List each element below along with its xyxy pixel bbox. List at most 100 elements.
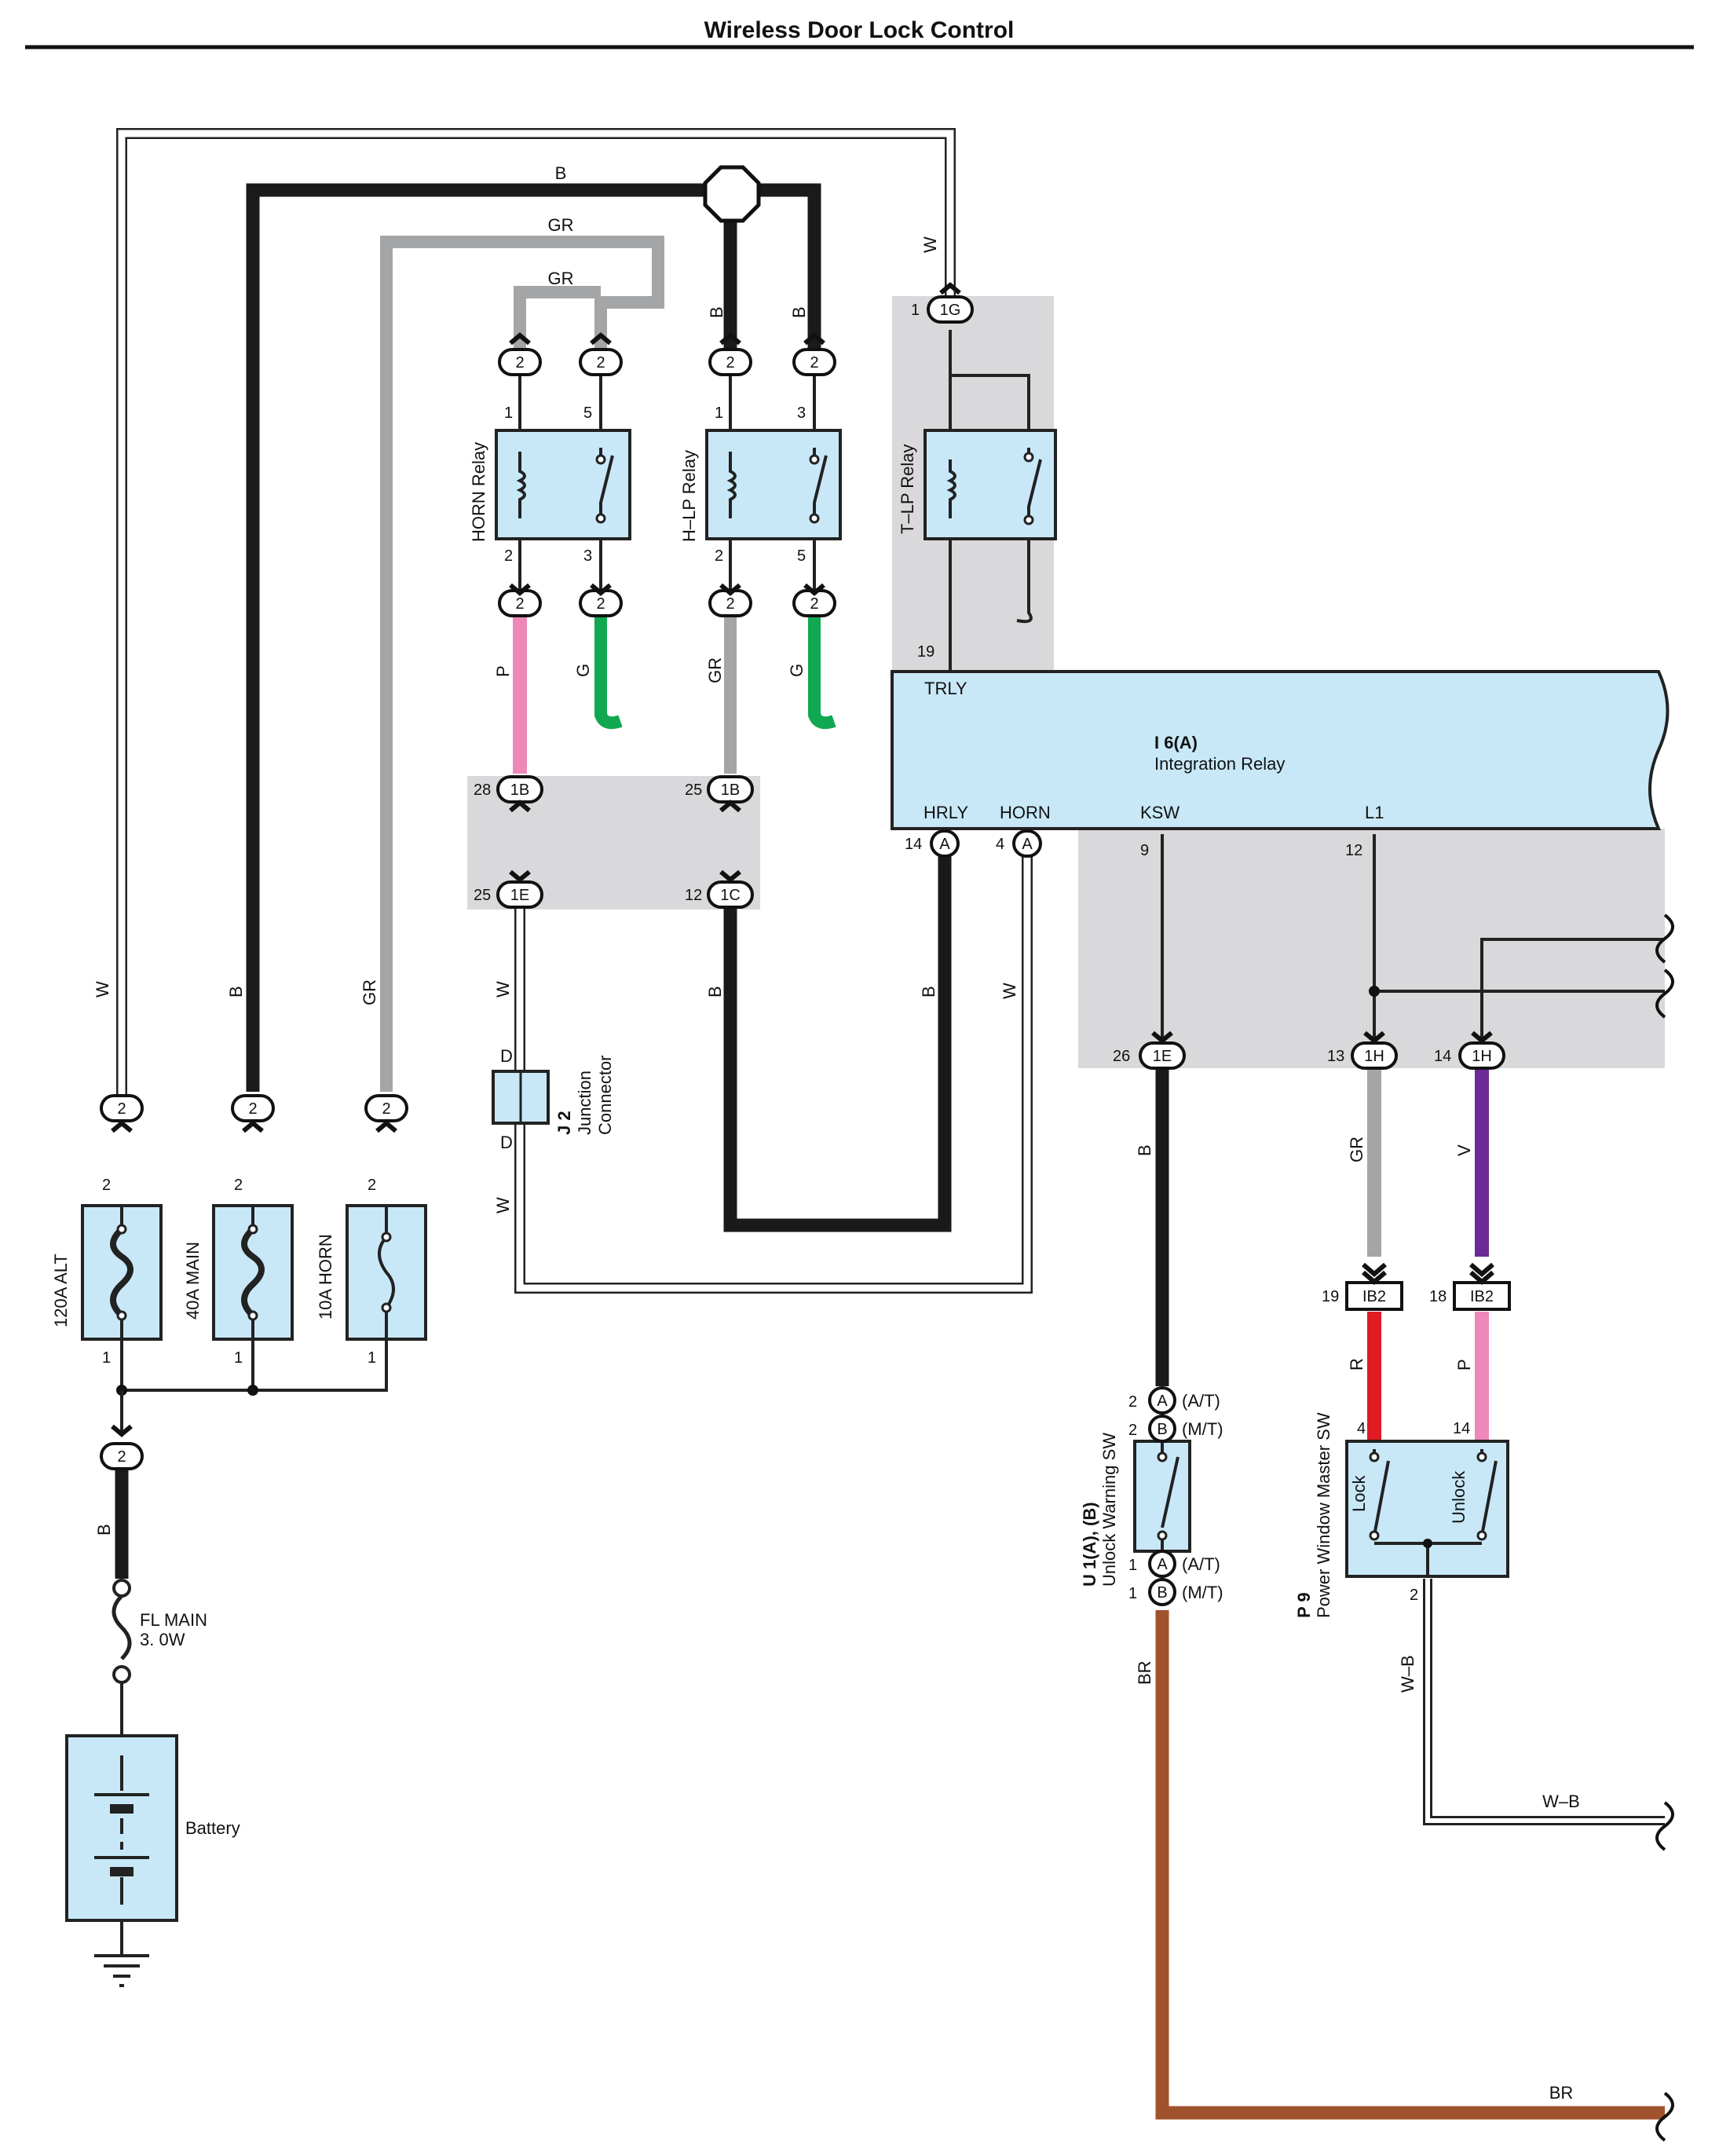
svg-text:1: 1 bbox=[368, 1349, 376, 1367]
svg-text:12: 12 bbox=[1345, 842, 1362, 859]
svg-text:9: 9 bbox=[1140, 842, 1149, 859]
svg-text:R: R bbox=[1347, 1358, 1366, 1371]
fl-main-label-2: 3. 0W bbox=[140, 1630, 185, 1649]
terminal-hrly: HRLY bbox=[924, 803, 968, 822]
svg-text:1: 1 bbox=[911, 302, 920, 319]
wire-color-labels: B GR GR B B W P G GR G W B GR W W B B W … bbox=[93, 163, 1580, 2103]
ground-icon bbox=[94, 1954, 149, 1987]
svg-text:1: 1 bbox=[102, 1349, 111, 1367]
connector-1h-14: 1H bbox=[1458, 1041, 1505, 1070]
svg-text:5: 5 bbox=[797, 547, 806, 565]
svg-text:G: G bbox=[573, 664, 593, 677]
svg-text:19: 19 bbox=[917, 643, 934, 661]
pw-lock-label: Lock bbox=[1349, 1475, 1369, 1512]
integration-bus-shade bbox=[1078, 829, 1665, 1068]
svg-text:2: 2 bbox=[810, 354, 818, 372]
connector-1h-13: 1H bbox=[1351, 1041, 1398, 1070]
svg-text:5: 5 bbox=[583, 404, 592, 422]
svg-text:IB2: IB2 bbox=[1470, 1288, 1494, 1305]
svg-text:26: 26 bbox=[1113, 1048, 1130, 1065]
svg-text:2: 2 bbox=[234, 1177, 243, 1194]
wire-g-horn bbox=[594, 617, 623, 730]
svg-text:4: 4 bbox=[1357, 1420, 1366, 1437]
integration-relay-name: Integration Relay bbox=[1154, 754, 1285, 774]
hlp-relay-label: H–LP Relay bbox=[679, 450, 699, 542]
tlp-relay-label: T–LP Relay bbox=[898, 444, 917, 534]
svg-text:2: 2 bbox=[515, 354, 524, 372]
horn-relay bbox=[495, 353, 631, 617]
usw-mt-top: (M/T) bbox=[1182, 1419, 1223, 1439]
integration-relay-body bbox=[891, 670, 1670, 830]
svg-text:1G: 1G bbox=[940, 302, 961, 319]
connector-1e-25: 1E bbox=[496, 880, 543, 909]
svg-text:W: W bbox=[93, 981, 112, 997]
svg-text:2: 2 bbox=[102, 1177, 111, 1194]
svg-text:1E: 1E bbox=[1153, 1048, 1172, 1065]
connector-usw-b-2: B bbox=[1148, 1415, 1176, 1443]
terminal-chevrons bbox=[111, 282, 1494, 1437]
usw-mt-bottom: (M/T) bbox=[1182, 1583, 1223, 1602]
svg-text:28: 28 bbox=[474, 782, 491, 799]
connector-1c-12: 1C bbox=[707, 880, 754, 909]
connector-usw-a-1: A bbox=[1148, 1550, 1176, 1578]
svg-text:2: 2 bbox=[382, 1100, 390, 1118]
svg-text:BR: BR bbox=[1549, 2083, 1574, 2103]
fuse-horn-label: 10A HORN bbox=[316, 1234, 335, 1320]
svg-text:1: 1 bbox=[1128, 1585, 1137, 1602]
svg-text:GR: GR bbox=[705, 657, 725, 683]
fuse-alt-label: 120A ALT bbox=[51, 1254, 71, 1327]
svg-text:14: 14 bbox=[1453, 1420, 1470, 1437]
connector-horn-1: 2 bbox=[498, 348, 542, 376]
svg-text:B: B bbox=[226, 986, 246, 997]
svg-text:GR: GR bbox=[548, 215, 574, 235]
pin-numbers: 1 5 2 3 1 3 2 5 1 19 28 25 25 12 14 4 9 … bbox=[102, 302, 1470, 1604]
svg-text:B: B bbox=[705, 986, 725, 997]
svg-text:2: 2 bbox=[1128, 1422, 1137, 1439]
wire-br-ground bbox=[1155, 1610, 1665, 2120]
svg-text:W–B: W–B bbox=[1542, 1792, 1580, 1811]
wire-wb-ground bbox=[1423, 1579, 1665, 1825]
connector-horn-3: 2 bbox=[579, 589, 623, 617]
svg-text:2: 2 bbox=[1128, 1393, 1137, 1411]
svg-text:2: 2 bbox=[515, 595, 524, 613]
connector-horn-5: 2 bbox=[579, 348, 623, 376]
svg-text:2: 2 bbox=[715, 547, 723, 565]
connector-hlp-3: 2 bbox=[792, 348, 836, 376]
svg-text:14: 14 bbox=[905, 836, 922, 853]
fuse-40a-main bbox=[212, 1204, 294, 1341]
wire-tlp-switch bbox=[950, 374, 1033, 624]
power-window-master-switch bbox=[1345, 1440, 1509, 1578]
hlp-relay bbox=[705, 353, 842, 617]
fuse-120a-alt bbox=[81, 1204, 163, 1341]
wire-b-hrly bbox=[723, 854, 952, 1232]
svg-text:2: 2 bbox=[248, 1100, 257, 1118]
svg-text:14: 14 bbox=[1434, 1048, 1451, 1065]
svg-text:W: W bbox=[493, 981, 513, 997]
svg-text:B: B bbox=[789, 306, 809, 318]
connector-usw-b-1: B bbox=[1148, 1578, 1176, 1606]
j2-name-1: Junction bbox=[575, 1071, 594, 1135]
connector-1e-26: 1E bbox=[1139, 1041, 1186, 1070]
svg-text:3: 3 bbox=[797, 404, 806, 422]
diagram-title: Wireless Door Lock Control bbox=[704, 17, 1015, 43]
svg-text:G: G bbox=[787, 664, 806, 677]
svg-text:V: V bbox=[1454, 1144, 1474, 1156]
svg-text:3: 3 bbox=[583, 547, 592, 565]
svg-text:B: B bbox=[1157, 1584, 1167, 1601]
continuation-marks bbox=[1655, 913, 1674, 2142]
horn-relay-label: HORN Relay bbox=[469, 442, 488, 542]
svg-text:GR: GR bbox=[360, 979, 379, 1005]
connector-hlp-2: 2 bbox=[708, 589, 752, 617]
battery-label: Battery bbox=[185, 1818, 240, 1838]
svg-text:25: 25 bbox=[474, 887, 491, 904]
svg-text:W: W bbox=[920, 236, 940, 253]
svg-text:A: A bbox=[939, 836, 950, 853]
connector-ib2-19: IB2 bbox=[1345, 1281, 1403, 1311]
wire-g-hlp bbox=[808, 617, 836, 730]
connector-a-4: A bbox=[1012, 829, 1042, 858]
svg-text:2: 2 bbox=[117, 1100, 126, 1118]
svg-text:1H: 1H bbox=[1364, 1048, 1384, 1065]
svg-text:W–B: W–B bbox=[1398, 1655, 1417, 1693]
unlock-sw-code: U 1(A), (B) bbox=[1080, 1502, 1099, 1587]
